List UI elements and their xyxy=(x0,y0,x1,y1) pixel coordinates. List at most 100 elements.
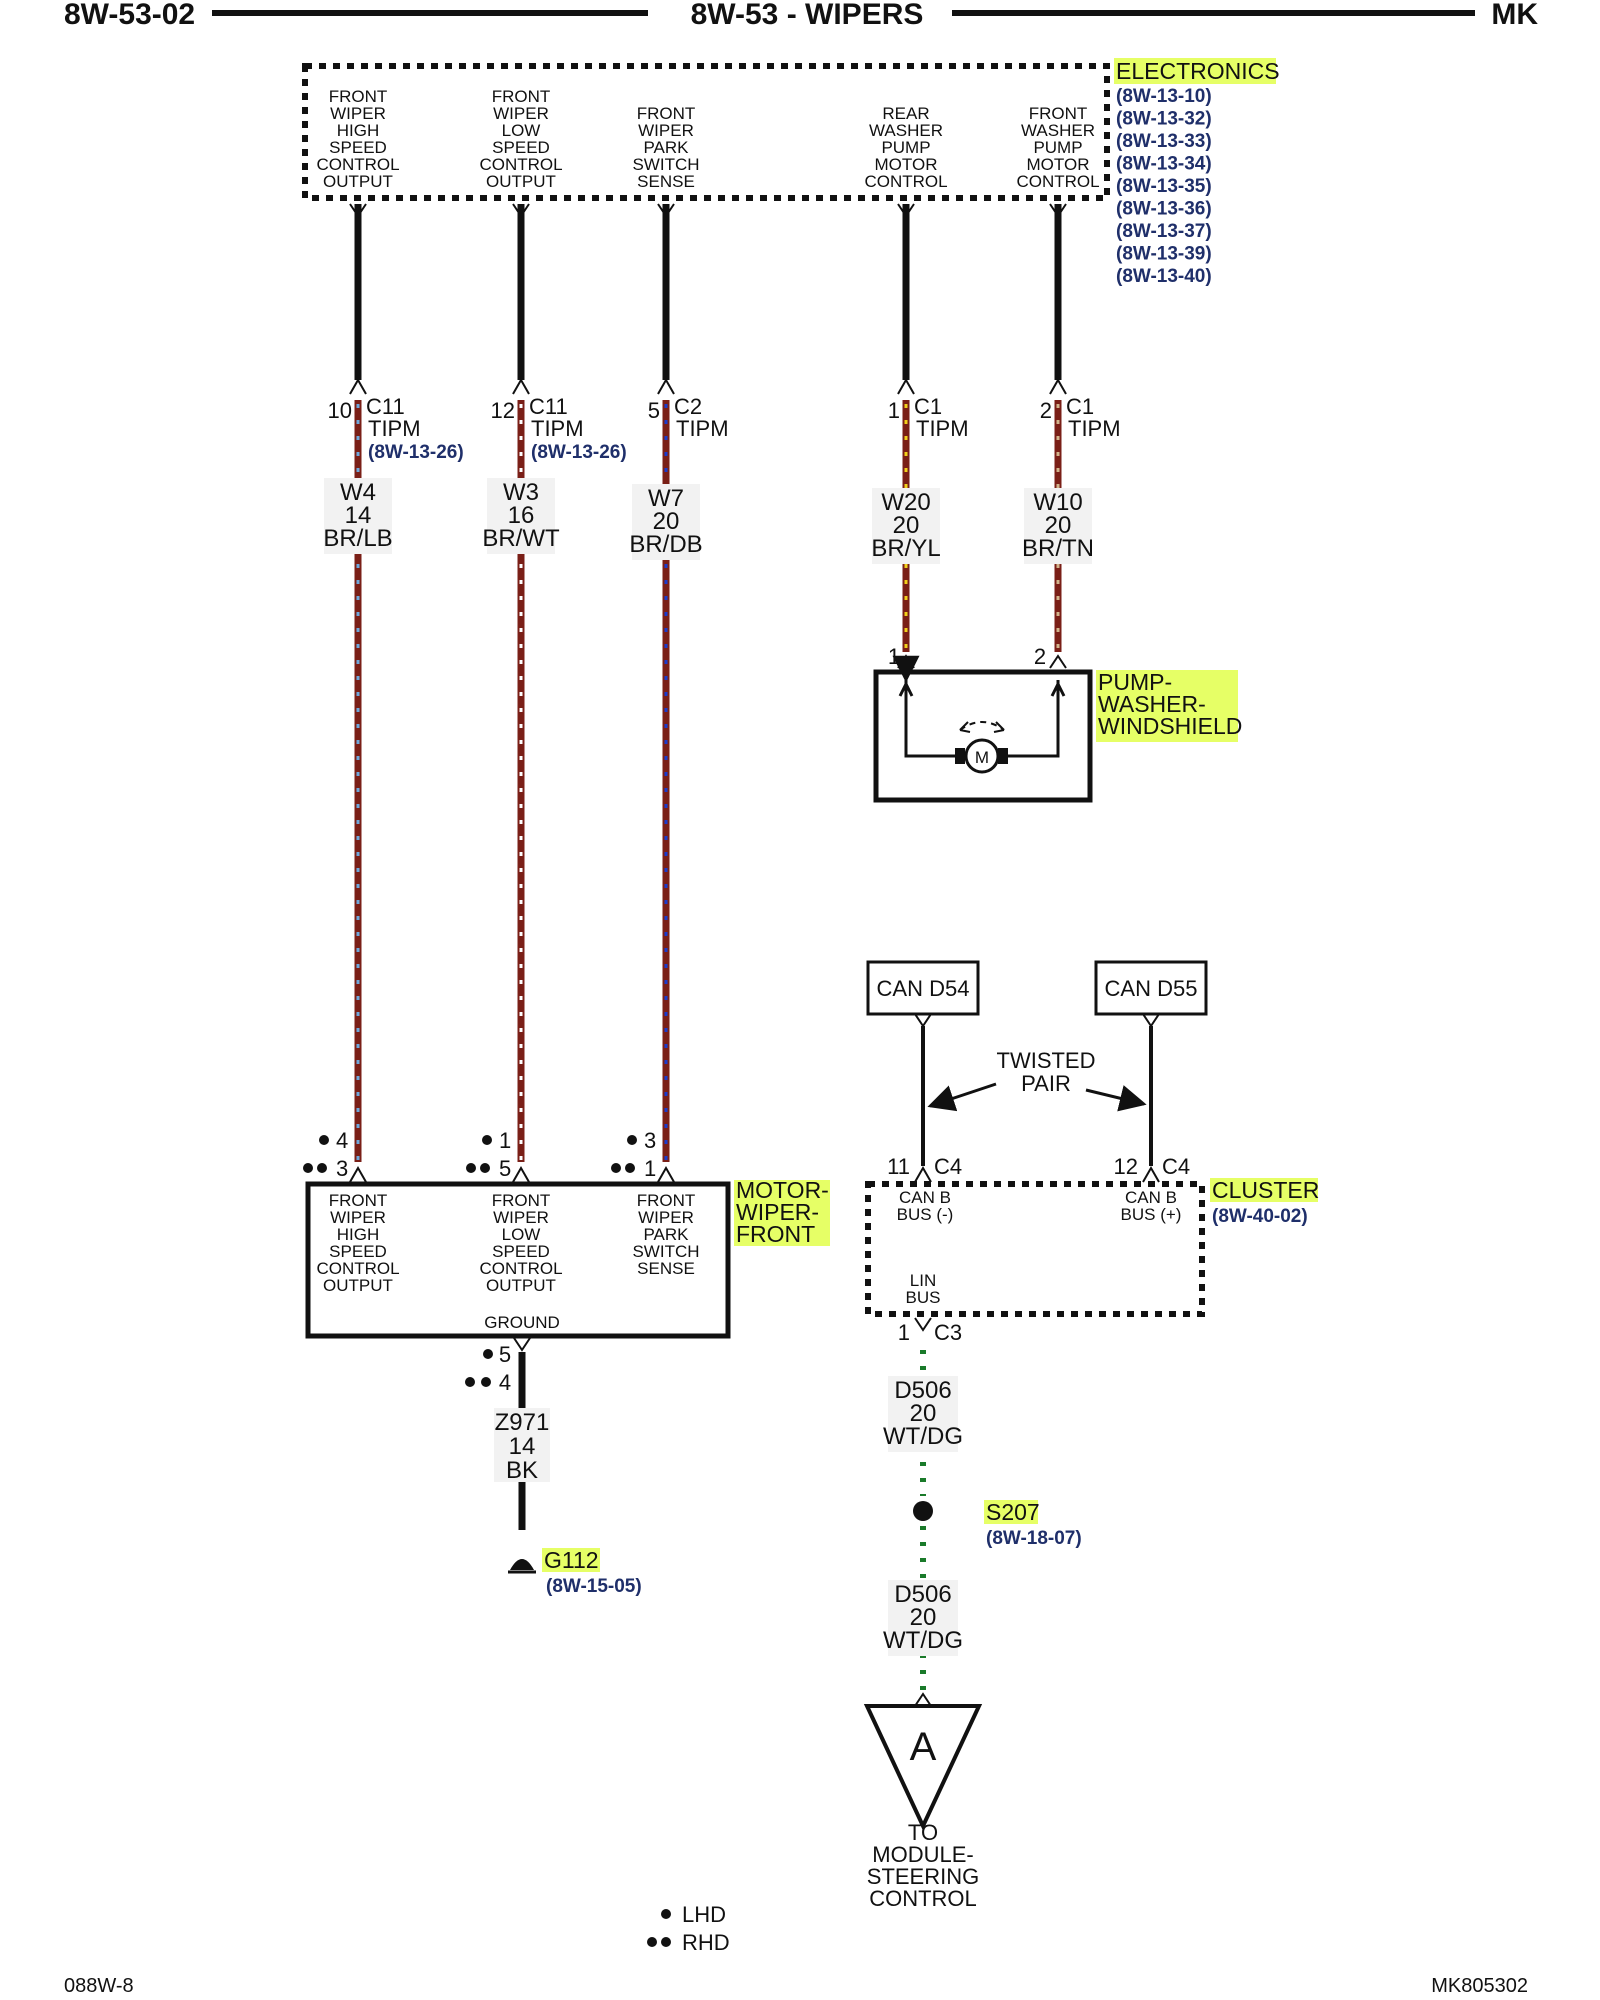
module-leads xyxy=(349,203,1067,395)
motor-pin-label: WIPER xyxy=(493,1208,549,1227)
washer-pump: 1 2 M PUMP- WASHER- WINDSHIELD xyxy=(873,644,1242,803)
electronics-ref: (8W-13-32) xyxy=(1116,109,1212,130)
motor-ground-label: GROUND xyxy=(484,1313,560,1332)
offpage-dest-2: MODULE- xyxy=(872,1842,973,1867)
electronics-pin-label: CONTROL xyxy=(316,155,399,174)
connector-id: C2 xyxy=(674,394,702,419)
lin-circuit: D506 20 WT/DG S207 (8W-18-07) D506 20 WT… xyxy=(863,1350,1082,1911)
footer-right: MK805302 xyxy=(1431,1975,1528,1997)
cluster-highlight xyxy=(1210,1178,1318,1202)
connector-module: TIPM xyxy=(368,416,421,441)
wire-color: BR/DB xyxy=(629,531,702,558)
wire-gauge: 20 xyxy=(653,508,680,535)
connector-cavity-icon xyxy=(897,377,915,395)
cluster-ref: (8W-40-02) xyxy=(1212,1206,1308,1227)
electronics-pin-label: SPEED xyxy=(329,138,387,157)
cluster-out-pin: 1 xyxy=(898,1320,910,1345)
cluster-lin-1: LIN xyxy=(910,1271,936,1290)
electronics-pin-label: WASHER xyxy=(1021,121,1095,140)
twisted-label-1: TWISTED xyxy=(997,1048,1096,1073)
electronics-pin-label: OUTPUT xyxy=(486,172,556,191)
connector-pin: 5 xyxy=(648,398,660,423)
pump-pin-2: 2 xyxy=(1034,644,1046,669)
electronics-ref: (8W-13-35) xyxy=(1116,176,1212,197)
electronics-boundary xyxy=(302,63,1110,201)
can-d54-label: CAN D54 xyxy=(877,976,970,1001)
electronics-pin-label: LOW xyxy=(502,121,541,140)
electronics-pin-label: FRONT xyxy=(1029,104,1088,123)
cluster-out-conn: C3 xyxy=(934,1320,962,1345)
pump-name-2: WASHER- xyxy=(1098,691,1206,717)
electronics-pin-label: OUTPUT xyxy=(323,172,393,191)
splice-highlight xyxy=(984,1500,1038,1524)
rhd-dot-icon xyxy=(647,1937,657,1947)
motor-pin-rhd: 1 xyxy=(644,1156,656,1181)
ground-circuit: 5 4 Z971 14 BK G112 (8W-15-05) xyxy=(465,1337,642,1597)
ground-symbol-icon xyxy=(510,1559,534,1570)
electronics-pin-label: REAR xyxy=(882,104,929,123)
electronics-pin-label: SPEED xyxy=(492,138,550,157)
electronics-pin-label: WIPER xyxy=(493,104,549,123)
electronics-pin-label: PUMP xyxy=(1033,138,1082,157)
motor-pin-label: PARK xyxy=(643,1225,689,1244)
legend: LHD RHD xyxy=(647,1902,730,1955)
wire-gauge: 20 xyxy=(1045,512,1072,539)
wire-gauge: 20 xyxy=(893,512,920,539)
lhd-dot-icon xyxy=(661,1909,671,1919)
motor-pin-labels: FRONTWIPERHIGHSPEEDCONTROLOUTPUTFRONTWIP… xyxy=(316,1191,699,1295)
electronics-pin-label: WIPER xyxy=(330,104,386,123)
connector-id: C11 xyxy=(529,394,568,419)
motor-pin-rhd: 5 xyxy=(499,1156,511,1181)
electronics-pin-labels: FRONTWIPERHIGHSPEEDCONTROLOUTPUTFRONTWIP… xyxy=(316,87,1099,191)
motor-pin-label: FRONT xyxy=(637,1191,696,1210)
wire-circuit: W3 xyxy=(503,479,539,506)
motor-pin-label: CONTROL xyxy=(316,1259,399,1278)
connector-pin: 10 xyxy=(328,398,352,423)
motor-pin-label: FRONT xyxy=(492,1191,551,1210)
header-left: 8W-53-02 xyxy=(64,0,195,31)
wire-color: BR/WT xyxy=(482,525,560,552)
splice-name: S207 xyxy=(986,1499,1040,1525)
motor-pin-lhd: 3 xyxy=(644,1128,656,1153)
cluster-boundary xyxy=(865,1181,1205,1317)
electronics-pin-label: FRONT xyxy=(492,87,551,106)
motor-highlight xyxy=(734,1180,830,1246)
motor-name-2: WIPER- xyxy=(736,1199,819,1225)
wire-gauge: 14 xyxy=(345,502,372,529)
wire-color: BR/YL xyxy=(871,535,940,562)
electronics-pin-label: CONTROL xyxy=(479,155,562,174)
electronics-ref: (8W-13-37) xyxy=(1116,221,1212,242)
lin-wire2-gauge: 20 xyxy=(910,1604,937,1631)
motor-pin-label: OUTPUT xyxy=(323,1276,393,1295)
footer-left: 088W-8 xyxy=(64,1975,134,1997)
page-header: 8W-53-02 8W-53 - WIPERS MK xyxy=(64,0,1538,31)
connector-module: TIPM xyxy=(916,416,969,441)
motor-name-1: MOTOR- xyxy=(736,1177,829,1203)
legend-rhd: RHD xyxy=(682,1930,730,1955)
connector-id: C1 xyxy=(914,394,942,419)
connector-module: TIPM xyxy=(676,416,729,441)
instrument-cluster: CAN B BUS (-) CAN B BUS (+) LIN BUS CLUS… xyxy=(865,1177,1319,1345)
connector-cavity-icon xyxy=(349,377,367,395)
motor-pin-label: WIPER xyxy=(330,1208,386,1227)
can-d55-conn: C4 xyxy=(1162,1154,1190,1179)
cluster-can-minus-2: BUS (-) xyxy=(897,1205,954,1224)
electronics-ref: (8W-13-40) xyxy=(1116,266,1212,287)
pump-name-3: WINDSHIELD xyxy=(1098,713,1242,739)
wire-circuit: W4 xyxy=(340,479,376,506)
electronics-ref: (8W-13-10) xyxy=(1116,86,1212,107)
offpage-dest-3: STEERING xyxy=(867,1864,979,1889)
pump-name-1: PUMP- xyxy=(1098,669,1172,695)
electronics-ref-list: (8W-13-10)(8W-13-32)(8W-13-33)(8W-13-34)… xyxy=(1116,86,1212,287)
connector-module: TIPM xyxy=(531,416,584,441)
pump-pin-1: 1 xyxy=(888,644,900,669)
can-d55-label: CAN D55 xyxy=(1105,976,1198,1001)
wire-color: BR/LB xyxy=(323,525,392,552)
electronics-highlight xyxy=(1114,58,1276,84)
lin-wire2-circuit: D506 xyxy=(894,1581,951,1608)
motor-pin-label: SPEED xyxy=(329,1242,387,1261)
electronics-pin-label: PARK xyxy=(643,138,689,157)
